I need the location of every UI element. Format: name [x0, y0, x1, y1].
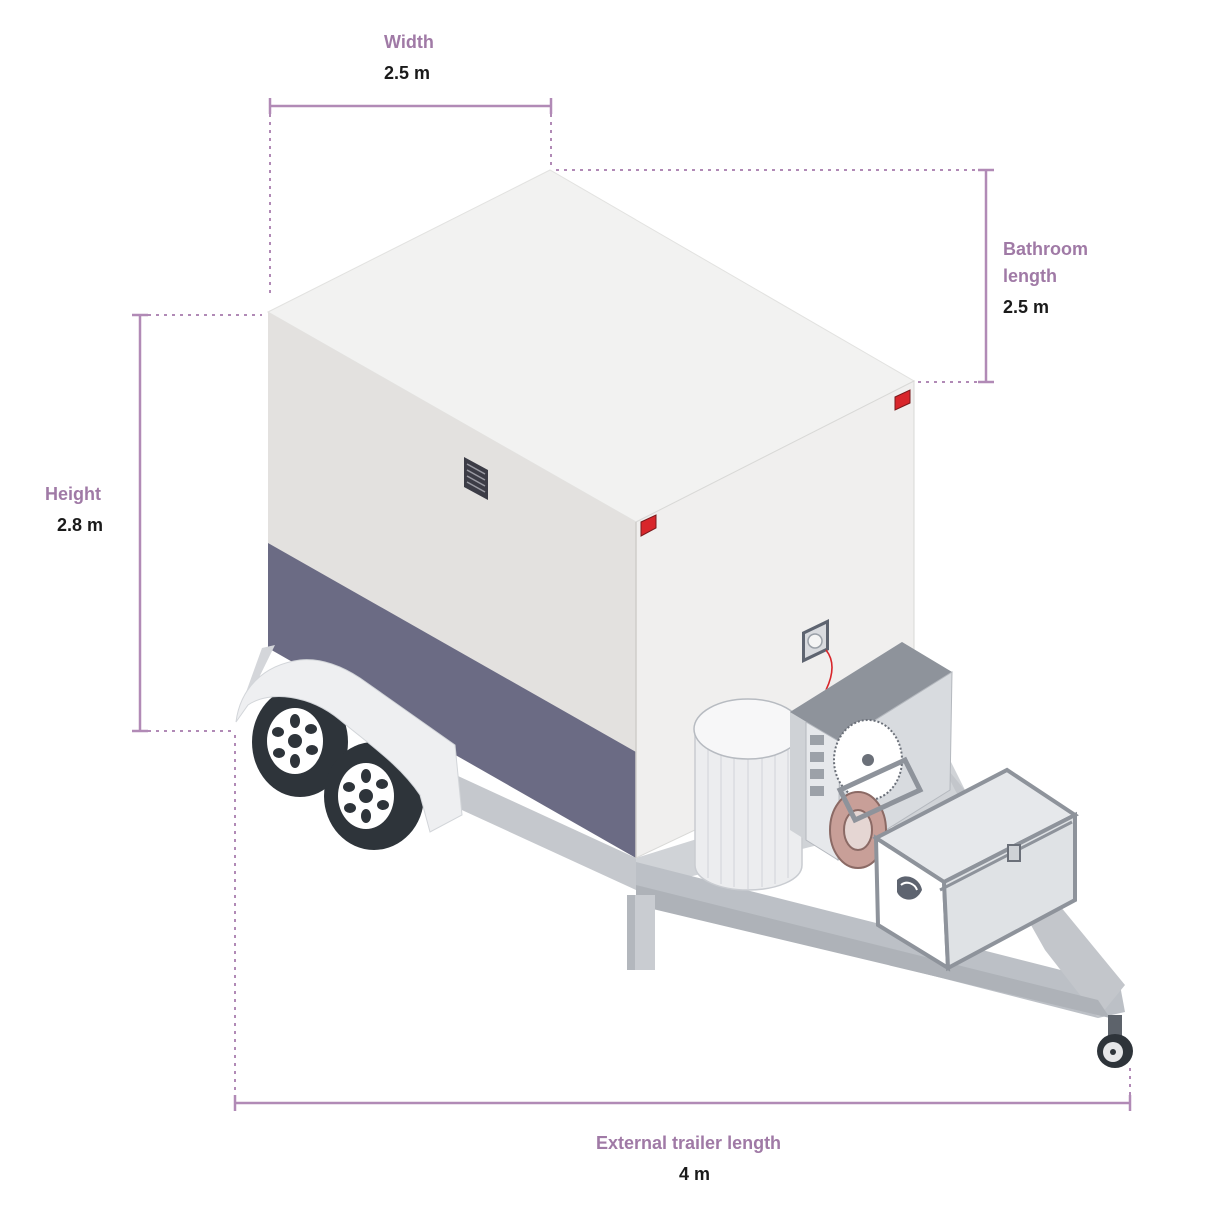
power-socket-icon	[802, 619, 833, 691]
vent-grille-icon	[464, 457, 488, 500]
bathroom-length-value: 2.5 m	[1003, 297, 1050, 317]
water-tank-icon	[693, 698, 803, 891]
width-value: 2.5 m	[384, 63, 431, 83]
tail-light-right	[894, 389, 911, 411]
tail-light-left	[640, 514, 657, 537]
storage-box-icon	[872, 767, 1079, 972]
bathroom-length-label-line2: length	[1003, 266, 1057, 286]
hose-reel-icon	[829, 756, 924, 869]
dimension-lines	[132, 98, 1132, 1111]
bathroom-length-label-line1: Bathroom	[1003, 239, 1088, 259]
mudguard	[235, 659, 463, 833]
external-length-value: 4 m	[679, 1164, 711, 1184]
height-label: Height	[45, 484, 101, 504]
jockey-wheel-icon	[1097, 1034, 1133, 1068]
wheel-assembly	[235, 645, 463, 850]
width-label: Width	[384, 32, 434, 52]
height-value: 2.8 m	[57, 515, 104, 535]
skirt-band	[268, 543, 636, 858]
external-length-label: External trailer length	[596, 1133, 782, 1153]
wheel-icon	[252, 687, 348, 797]
